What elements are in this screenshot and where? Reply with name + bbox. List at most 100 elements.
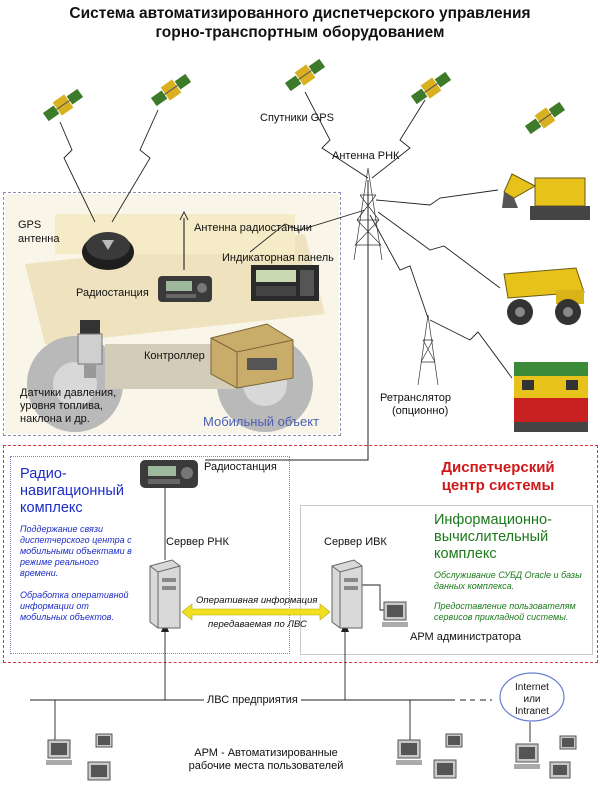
signal-zigzag-7 [249, 209, 366, 253]
rnk-desc1-line-1: Поддержание связи [20, 524, 104, 534]
ivk-desc1-line-1: Обслуживание СУБД Oracle и базы [434, 570, 582, 580]
rnk-antenna-tower-icon [353, 167, 383, 261]
title-line-1: Система автоматизированного диспетчерско… [69, 5, 531, 22]
cloud-icon [499, 672, 565, 722]
ivk-heading-line-3: комплекс [434, 546, 497, 562]
signal-zigzag-1 [59, 121, 96, 223]
arm-admin-label: АРМ администратора [410, 631, 522, 643]
indicator-panel-icon [251, 265, 319, 301]
signal-zigzag-6 [377, 211, 501, 289]
rnk-heading-line-1: Радио- [20, 466, 67, 482]
controller-label: Контроллер [144, 350, 205, 362]
internet-label: Internet или Intranet [496, 682, 568, 718]
signal-zigzag-2 [111, 109, 159, 223]
rnk-description-1: Поддержание связи диспетчерского центра … [20, 524, 132, 579]
gps-satellites-label: Спутники GPS [260, 112, 334, 124]
arm-users-line-1: АРМ - Автоматизированные [194, 747, 338, 759]
background-truck-image [5, 194, 339, 434]
repeater-label-1: Ретранслятор [380, 392, 451, 404]
server-ivk-label: Сервер ИВК [324, 536, 387, 548]
server-rnk-label: Сервер РНК [166, 536, 229, 548]
rnk-desc2-line-3: мобильных объектов. [20, 612, 114, 622]
rnk-description-2: Обработка оперативной информации от моби… [20, 590, 129, 623]
radio-station-icon [140, 460, 198, 488]
workstation-icon [549, 761, 571, 779]
oper-info-arrow [181, 603, 331, 621]
signal-zigzag-9 [369, 214, 429, 319]
signal-zigzag-5 [375, 189, 499, 206]
repeater-tower-icon [417, 314, 439, 386]
ivk-heading: Информационно- вычислительный комплекс [434, 512, 552, 563]
workstation-icon [46, 739, 72, 765]
rnk-antenna-label: Антенна РНК [332, 150, 400, 162]
sensors-label-3: наклона и др. [20, 413, 90, 425]
workstation-icon [95, 733, 113, 748]
satellite-icon [150, 73, 192, 107]
satellite-icon [410, 71, 452, 105]
ivk-desc2-line-1: Предоставление пользователям [434, 601, 576, 611]
rnk-heading-line-3: комплекс [20, 500, 83, 516]
ivk-description-1: Обслуживание СУБД Oracle и базы данных к… [434, 570, 582, 592]
rnk-desc2-line-2: информации от [20, 601, 89, 611]
ivk-desc1-line-2: данных комплекса. [434, 581, 515, 591]
rnk-heading: Радио- навигационный комплекс [20, 466, 124, 517]
ivk-heading-line-2: вычислительный [434, 529, 549, 545]
workstation-icon [445, 733, 463, 748]
workstation-group-middle [396, 733, 463, 779]
gps-antenna-label-2: антенна [18, 233, 60, 245]
workstation-icon [87, 761, 111, 781]
rnk-desc1-line-4: режиме реального [20, 557, 99, 567]
signal-zigzag-4 [371, 99, 426, 179]
ivk-complex-frame [300, 505, 593, 655]
mobile-object-frame [3, 192, 341, 436]
radio-station-icon [158, 276, 212, 302]
gps-antenna-icon [82, 232, 134, 270]
sensors-label-2: уровня топлива, [20, 400, 103, 412]
title-line-2: горно-транспортным оборудованием [155, 24, 445, 41]
pressure-sensor-icon [77, 320, 103, 378]
radio-station-dc-label: Радиостанция [204, 461, 277, 473]
radio-antenna-label: Антенна радиостанции [194, 222, 312, 234]
ivk-description-2: Предоставление пользователям сервисов пр… [434, 601, 576, 623]
internet-line-2: или [523, 694, 541, 705]
oper-info-label-1: Оперативная информация [196, 595, 318, 606]
arm-users-line-2: рабочие места пользователей [188, 760, 344, 772]
satellite-icon [42, 88, 84, 122]
rnk-desc2-line-1: Обработка оперативной [20, 590, 129, 600]
rnk-desc1-line-2: диспетчерского центра с [20, 535, 132, 545]
arm-users-label: АРМ - Автоматизированные рабочие места п… [176, 747, 356, 773]
sensors-label-1: Датчики давления, [20, 387, 117, 399]
internet-line-1: Internet [515, 682, 549, 693]
mobile-object-label: Мобильный объект [203, 414, 320, 429]
lan-label: ЛВС предприятия [204, 694, 301, 707]
server-icon [331, 559, 363, 629]
oper-info-label-2: передаваемая по ЛВС [208, 619, 307, 630]
dispatch-center-heading: Диспетчерский центр системы [408, 459, 588, 495]
controller-icon [210, 323, 294, 389]
ivk-heading-line-1: Информационно- [434, 512, 552, 528]
workstation-group-right [514, 735, 577, 779]
repeater-label-2: (опционно) [392, 405, 449, 417]
excavator-icon [502, 173, 590, 220]
dispatch-center-line-1: Диспетчерский [441, 459, 555, 476]
satellite-icon [284, 58, 326, 92]
dispatch-center-frame [3, 445, 598, 663]
rnk-desc1-line-3: мобильными объектами в [20, 546, 132, 556]
workstation-icon [433, 759, 457, 779]
ivk-desc2-line-2: сервисов прикладной системы. [434, 612, 569, 622]
radio-station-mobile-label: Радиостанция [76, 287, 149, 299]
rnk-heading-line-2: навигационный [20, 483, 124, 499]
workstation-group-left [46, 733, 113, 781]
rnk-complex-frame [10, 456, 290, 654]
workstation-icon [382, 601, 408, 627]
signal-zigzag-3 [304, 91, 369, 179]
dump-truck-icon [503, 267, 585, 325]
workstation-icon [559, 735, 577, 750]
locomotive-icon [514, 362, 588, 432]
internet-line-3: Intranet [515, 706, 549, 717]
workstation-icon [514, 743, 540, 769]
workstation-icon [396, 739, 422, 765]
rnk-desc1-line-5: времени. [20, 568, 59, 578]
server-icon [149, 559, 181, 629]
dispatch-center-line-2: центр системы [441, 477, 555, 494]
